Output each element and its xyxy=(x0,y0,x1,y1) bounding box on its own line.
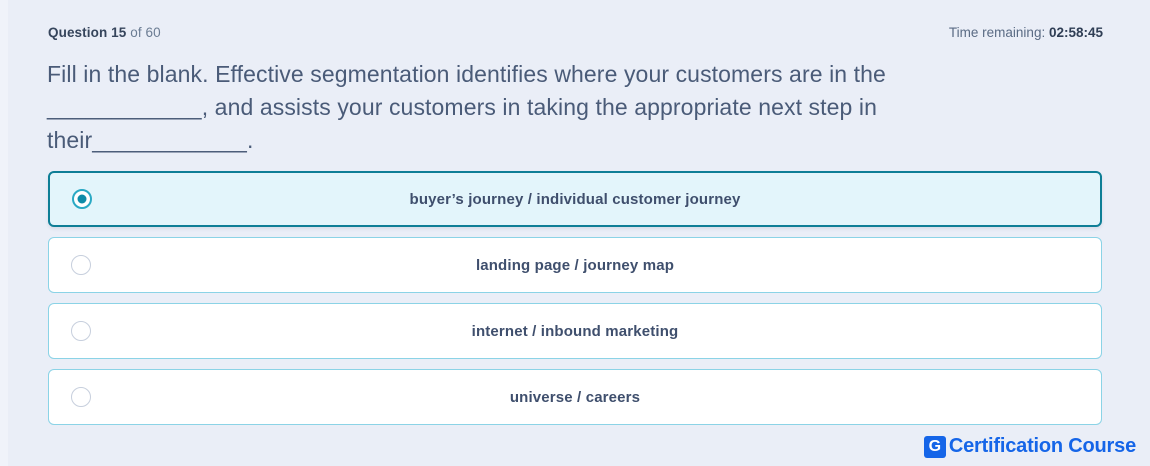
left-edge-strip xyxy=(0,0,8,466)
question-counter-total: of 60 xyxy=(126,24,161,40)
answer-options-list: buyer’s journey / individual customer jo… xyxy=(48,171,1102,435)
answer-option-1[interactable]: buyer’s journey / individual customer jo… xyxy=(48,171,1102,227)
radio-unselected-icon[interactable] xyxy=(71,255,91,275)
answer-option-2[interactable]: landing page / journey map xyxy=(48,237,1102,293)
time-remaining-label: Time remaining: xyxy=(948,24,1049,40)
answer-option-3[interactable]: internet / inbound marketing xyxy=(48,303,1102,359)
answer-option-3-label: internet / inbound marketing xyxy=(471,322,679,340)
quiz-header: Question 15 of 60 Time remaining: 02:58:… xyxy=(48,22,1103,42)
answer-option-4[interactable]: universe / careers xyxy=(48,369,1102,425)
question-number: 15 xyxy=(111,24,127,40)
radio-selected-icon[interactable] xyxy=(72,189,92,209)
time-remaining-value: 02:58:45 xyxy=(1048,24,1103,40)
time-remaining: Time remaining: 02:58:45 xyxy=(949,25,1103,40)
logo-wordmark: Certification Course xyxy=(948,435,1136,457)
radio-unselected-icon[interactable] xyxy=(71,321,91,341)
question-text: Fill in the blank. Effective segmentatio… xyxy=(47,61,886,153)
certification-course-logo: G Certification Course xyxy=(923,435,1136,458)
answer-option-2-label: landing page / journey map xyxy=(475,256,675,274)
answer-option-1-label: buyer’s journey / individual customer jo… xyxy=(409,190,741,208)
logo-badge-icon: G xyxy=(923,435,946,458)
answer-option-4-label: universe / careers xyxy=(509,388,641,406)
radio-unselected-icon[interactable] xyxy=(71,387,91,407)
logo-letter: G xyxy=(928,437,942,455)
question-counter-label: Question xyxy=(48,24,108,40)
question-counter: Question 15 of 60 xyxy=(48,25,161,40)
